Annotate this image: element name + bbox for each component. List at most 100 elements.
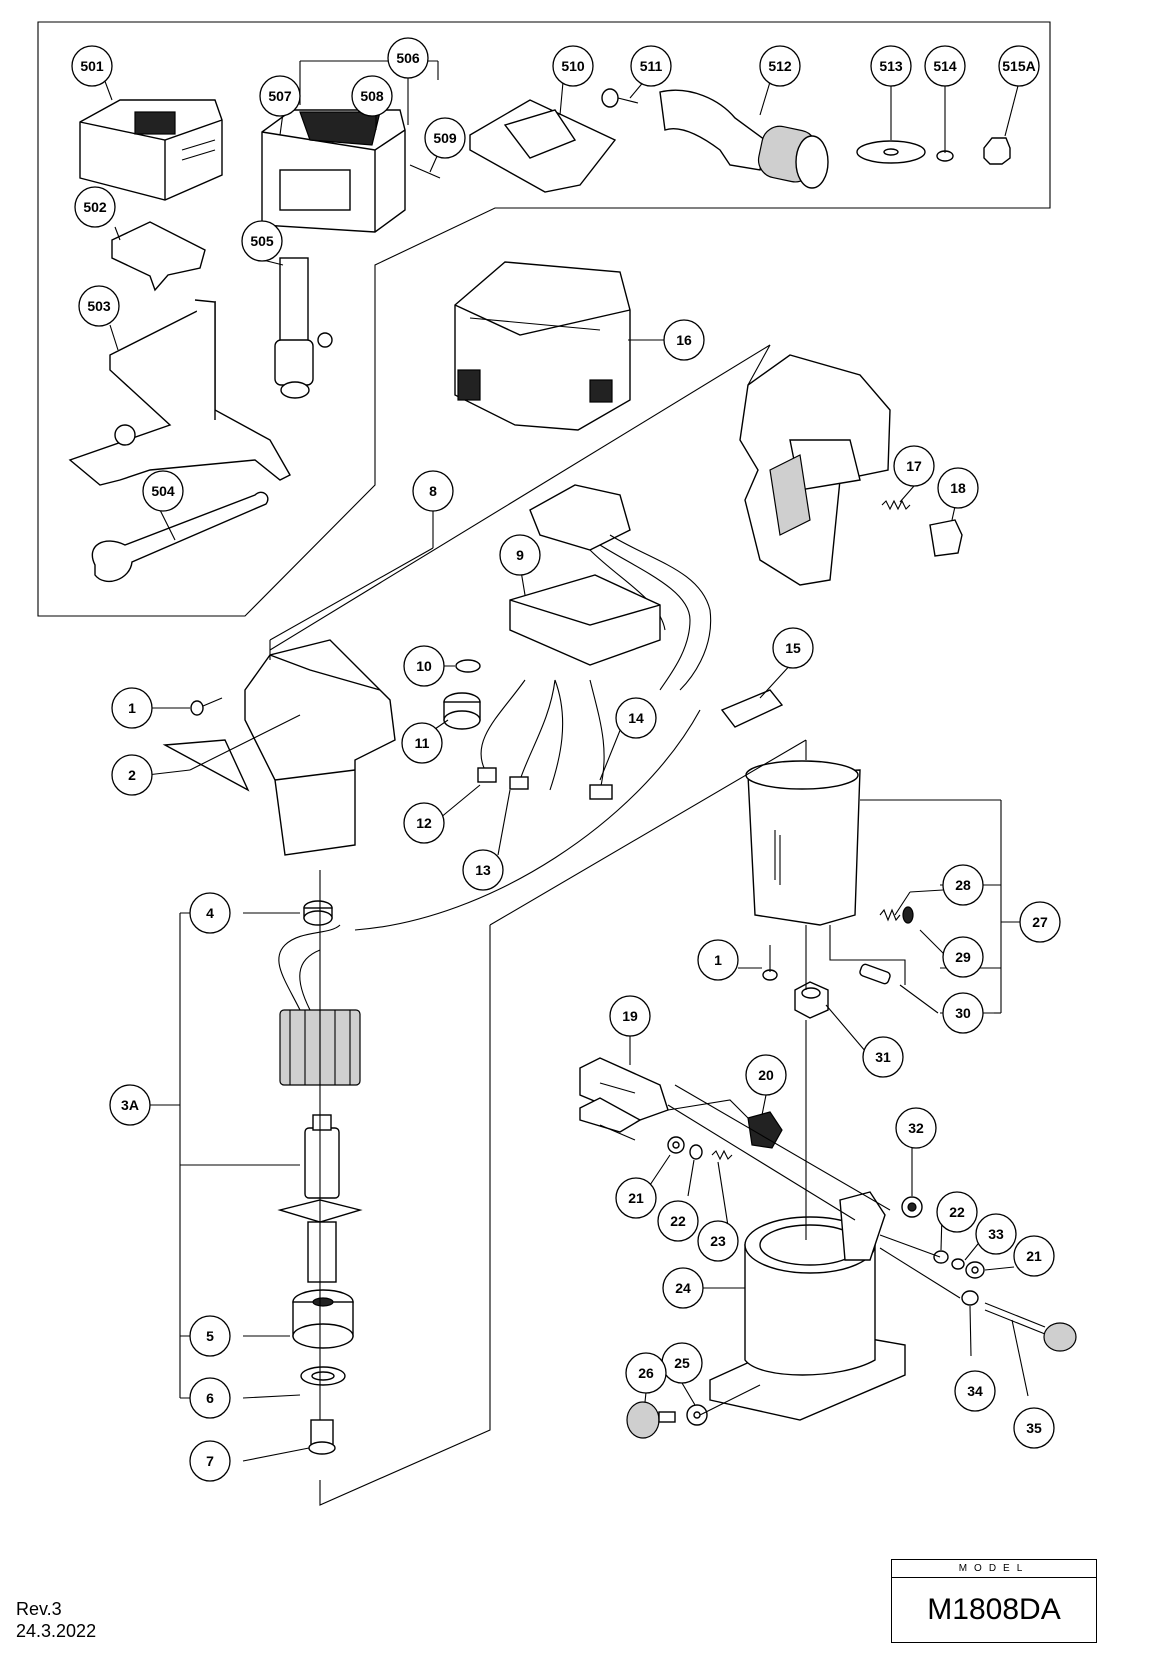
callout-15: 15 xyxy=(772,627,814,669)
part-514-screw xyxy=(936,138,954,162)
callout-29: 29 xyxy=(942,936,984,978)
housing-motor xyxy=(244,639,396,856)
part-19-clamp-lever xyxy=(579,1057,669,1141)
part-504-wrench xyxy=(91,491,269,583)
svg-text:26: 26 xyxy=(638,1365,654,1381)
callout-11: 11 xyxy=(401,722,443,764)
svg-text:21: 21 xyxy=(1026,1248,1042,1264)
svg-text:6: 6 xyxy=(206,1390,214,1406)
part-3A-rotor xyxy=(277,1114,363,1283)
part-3A-stator xyxy=(278,924,361,1086)
part-511-screw xyxy=(601,88,639,108)
svg-text:5: 5 xyxy=(206,1328,214,1344)
svg-text:27: 27 xyxy=(1032,914,1048,930)
callout-13: 13 xyxy=(462,849,504,891)
svg-text:515A: 515A xyxy=(1002,58,1035,74)
callout-3A: 3A xyxy=(109,1084,151,1126)
part-6-ring xyxy=(300,1366,346,1386)
part-506-case xyxy=(261,109,406,233)
svg-text:513: 513 xyxy=(879,58,903,74)
callout-20: 20 xyxy=(745,1054,787,1096)
part-515A-collet xyxy=(983,137,1011,165)
part-4-bearing xyxy=(303,900,333,926)
part-30-pin xyxy=(859,963,891,985)
part-18-clip xyxy=(929,519,963,557)
svg-text:512: 512 xyxy=(768,58,792,74)
callout-17: 17 xyxy=(893,445,935,487)
callout-1-lower: 1 xyxy=(697,939,739,981)
callout-25: 25 xyxy=(661,1342,703,1384)
svg-text:14: 14 xyxy=(628,710,644,726)
svg-text:17: 17 xyxy=(906,458,922,474)
model-number: M1808DA xyxy=(927,1593,1061,1626)
callout-514: 514 xyxy=(924,45,966,87)
svg-text:501: 501 xyxy=(80,58,104,74)
callout-22-right: 22 xyxy=(936,1191,978,1233)
part-502-adapter xyxy=(111,221,206,292)
part-12-connector xyxy=(477,767,497,783)
callout-6: 6 xyxy=(189,1377,231,1419)
callout-4: 4 xyxy=(189,892,231,934)
callout-7: 7 xyxy=(189,1440,231,1482)
callout-35: 35 xyxy=(1013,1407,1055,1449)
callout-509: 509 xyxy=(424,117,466,159)
callout-510: 510 xyxy=(552,45,594,87)
svg-text:31: 31 xyxy=(875,1049,891,1065)
part-25-washer xyxy=(686,1404,708,1426)
callout-507: 507 xyxy=(259,75,301,117)
part-1-screw-lower xyxy=(762,945,778,981)
svg-text:506: 506 xyxy=(396,50,420,66)
callout-21-right: 21 xyxy=(1013,1235,1055,1277)
svg-text:35: 35 xyxy=(1026,1420,1042,1436)
svg-text:1: 1 xyxy=(714,952,722,968)
callout-5: 5 xyxy=(189,1315,231,1357)
svg-text:4: 4 xyxy=(206,905,214,921)
svg-text:25: 25 xyxy=(674,1355,690,1371)
part-29-pin xyxy=(902,906,914,924)
callout-26: 26 xyxy=(625,1352,667,1394)
callout-512: 512 xyxy=(759,45,801,87)
svg-text:510: 510 xyxy=(561,58,585,74)
callout-14: 14 xyxy=(615,697,657,739)
svg-text:514: 514 xyxy=(933,58,957,74)
svg-text:22: 22 xyxy=(670,1213,686,1229)
svg-text:23: 23 xyxy=(710,1233,726,1249)
callout-12: 12 xyxy=(403,802,445,844)
svg-text:16: 16 xyxy=(676,332,692,348)
part-31-nut xyxy=(794,981,829,1019)
revision-number: Rev.3 xyxy=(16,1599,62,1619)
part-14-connector xyxy=(589,784,613,800)
callout-502: 502 xyxy=(74,186,116,228)
part-501-charger xyxy=(79,99,223,201)
callout-515A: 515A xyxy=(998,45,1040,87)
svg-text:505: 505 xyxy=(250,233,274,249)
svg-text:13: 13 xyxy=(475,862,491,878)
svg-text:509: 509 xyxy=(433,130,457,146)
callout-24: 24 xyxy=(662,1267,704,1309)
part-9-control-module xyxy=(509,574,661,666)
part-32-gear xyxy=(901,1196,923,1218)
svg-text:28: 28 xyxy=(955,877,971,893)
svg-text:502: 502 xyxy=(83,199,107,215)
callout-10: 10 xyxy=(403,645,445,687)
svg-text:503: 503 xyxy=(87,298,111,314)
svg-text:1: 1 xyxy=(128,700,136,716)
housing-upper xyxy=(739,354,891,586)
part-22-washer-right xyxy=(933,1250,949,1264)
part-23-spring xyxy=(711,1149,733,1161)
callout-23: 23 xyxy=(697,1220,739,1262)
svg-text:32: 32 xyxy=(908,1120,924,1136)
callout-505: 505 xyxy=(241,220,283,262)
callout-31: 31 xyxy=(862,1036,904,1078)
svg-text:10: 10 xyxy=(416,658,432,674)
svg-text:22: 22 xyxy=(949,1204,965,1220)
part-27-sleeve xyxy=(745,760,861,926)
svg-text:504: 504 xyxy=(151,483,175,499)
part-5-bearing xyxy=(292,1289,354,1349)
callout-34: 34 xyxy=(954,1370,996,1412)
callout-501: 501 xyxy=(71,45,113,87)
part-10-o-ring xyxy=(455,659,481,673)
part-1-screw-top xyxy=(190,697,223,716)
svg-text:21: 21 xyxy=(628,1190,644,1206)
callout-27: 27 xyxy=(1019,901,1061,943)
